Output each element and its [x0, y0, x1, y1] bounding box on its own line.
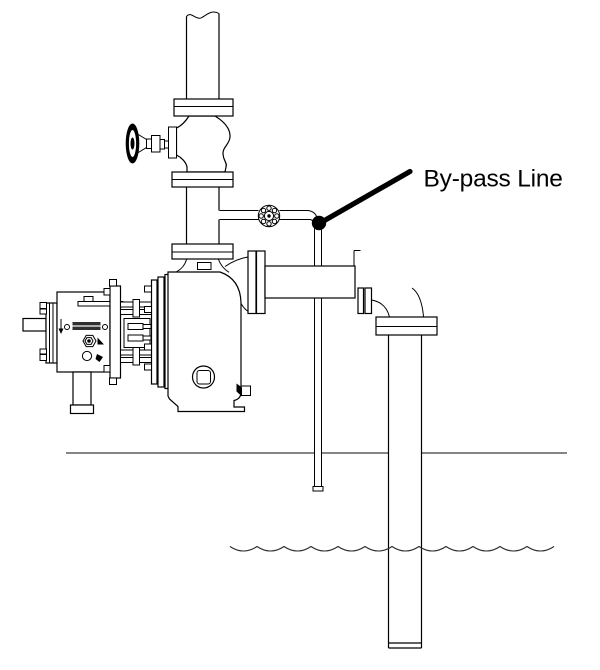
riser-lower-pipe	[185, 187, 220, 244]
frame-port	[81, 350, 93, 362]
well-suction-pipe	[387, 335, 423, 649]
pump	[22, 250, 266, 415]
riser-flange-bottom	[171, 243, 234, 260]
riser-flange-top	[173, 98, 234, 117]
well-flange	[375, 316, 438, 336]
grease-fitting-icon	[95, 354, 103, 362]
suction-flange-b	[255, 250, 266, 315]
bypass-branch-pipe	[219, 204, 318, 228]
drain-plug-icon	[191, 365, 216, 389]
hex-plug-icon	[82, 334, 104, 348]
leader-dot-icon	[311, 215, 327, 231]
pipe-break-icon	[186, 11, 220, 19]
gland-nut	[151, 135, 161, 153]
bypass-pipe-cap	[312, 486, 324, 492]
leader-line	[314, 168, 413, 228]
bypass-valve-icon	[257, 204, 281, 228]
water-line-icon	[229, 545, 555, 552]
volute-casing	[167, 271, 246, 413]
casing-tab	[240, 385, 251, 396]
nameplate	[64, 322, 108, 330]
adapter-flange	[109, 285, 122, 379]
handwheel-icon	[125, 123, 140, 164]
discharge-neck	[176, 259, 230, 273]
frame-foot	[72, 371, 92, 406]
suction-header-pipe	[264, 250, 361, 299]
suction-flange-a	[247, 250, 257, 315]
annotation: By-pass Line	[311, 166, 563, 231]
adapter-bracket	[123, 318, 151, 348]
tie-rods	[120, 299, 152, 366]
casing-lug	[236, 383, 242, 397]
pump-shaft	[22, 317, 47, 332]
well-elbow	[357, 287, 438, 336]
support-stub	[353, 250, 361, 266]
bearing-cover	[45, 302, 58, 364]
gate-valve	[125, 115, 231, 173]
discharge-riser	[125, 11, 234, 273]
discharge-pad	[197, 262, 212, 270]
riser-flange-middle	[171, 171, 234, 188]
valve-bonnet	[168, 126, 177, 159]
bypass-label: By-pass Line	[424, 166, 563, 193]
riser-top-pipe	[185, 13, 220, 99]
